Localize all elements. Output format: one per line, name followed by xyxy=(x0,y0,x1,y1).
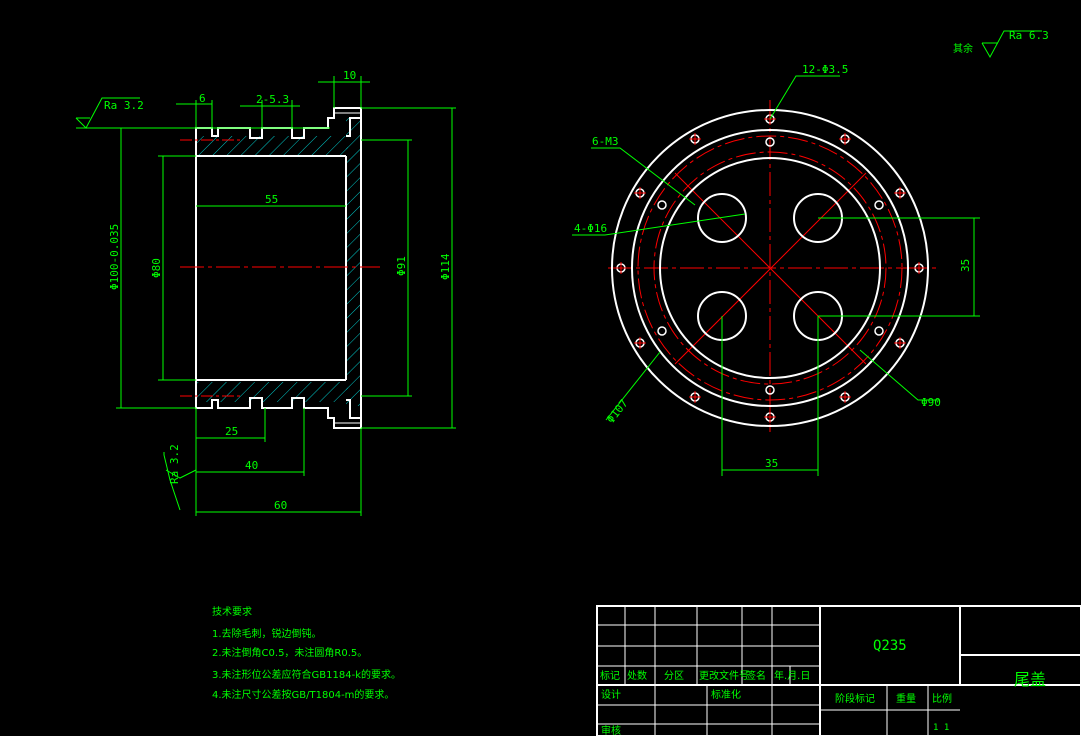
dim-60: 60 xyxy=(274,499,287,512)
section-view: Ra 3.2 6 2-5.3 10 55 Φ100-0.035 Φ80 xyxy=(75,69,456,516)
dim-dia-91: Φ91 xyxy=(395,256,408,276)
dim-dia-90: Φ90 xyxy=(921,396,941,409)
note-item: 1.去除毛刺，锐边倒钝。 xyxy=(212,627,322,640)
tb-header: 标记 xyxy=(600,670,620,682)
small-holes-6 xyxy=(657,137,884,395)
title-block xyxy=(596,605,1081,736)
note-item: 4.未注尺寸公差按GB/T1804-m的要求。 xyxy=(212,688,394,701)
bolt-circle-inner xyxy=(653,151,887,385)
tb-header: 签名 xyxy=(746,669,766,682)
dim-groove: 2-5.3 xyxy=(256,93,289,106)
end-view: 12-Φ3.5 6-M3 4-Φ16 Φ107 Φ90 35 35 xyxy=(572,63,980,476)
dim-10: 10 xyxy=(343,69,356,82)
tb-standardize: 标准化 xyxy=(711,688,741,701)
title-block-text: 标记 处数 分区 更改文件号 签名 年.月.日 设计 标准化 审核 Q235 尾… xyxy=(600,638,1046,736)
section-hatch-flange xyxy=(346,118,361,406)
tb-part-name: 尾盖 xyxy=(1014,670,1046,689)
roughness-left-top: Ra 3.2 xyxy=(104,99,144,112)
dim-holes-4: 4-Φ16 xyxy=(574,222,607,235)
dim-holes-6: 6-M3 xyxy=(592,135,619,148)
tb-header: 分区 xyxy=(664,670,684,682)
section-hatch-bottom xyxy=(196,382,348,402)
note-item: 3.未注形位公差应符合GB1184-k的要求。 xyxy=(212,668,401,681)
dim-holes-12: 12-Φ3.5 xyxy=(802,63,848,76)
inner-circle xyxy=(659,157,881,379)
dim-55: 55 xyxy=(265,193,278,206)
roughness-other-value: Ra 6.3 xyxy=(1009,29,1049,42)
dim-25: 25 xyxy=(225,425,238,438)
flange-circle xyxy=(631,129,909,407)
tb-scale: 比例 xyxy=(932,692,952,705)
section-outline-top xyxy=(195,107,362,156)
note-item: 2.未注倒角C0.5，未注圆角R0.5。 xyxy=(212,646,367,659)
dim-dia-114: Φ114 xyxy=(439,253,452,280)
tb-scale-value: 1 1 xyxy=(933,723,949,733)
tb-review: 审核 xyxy=(601,724,621,736)
tb-design: 设计 xyxy=(601,688,621,701)
roughness-left-bottom: Ra 3.2 xyxy=(168,444,181,484)
outer-circle xyxy=(611,109,929,427)
dim-v-35: 35 xyxy=(959,259,972,272)
dim-dia-100: Φ100-0.035 xyxy=(108,224,121,290)
roughness-other-label: 其余 xyxy=(953,42,973,55)
hole-16-1 xyxy=(697,193,747,243)
tb-header: 更改文件号 xyxy=(699,669,749,682)
section-hatch-top xyxy=(196,136,348,156)
bolt-circle-outer xyxy=(637,135,903,401)
dim-40: 40 xyxy=(245,459,258,472)
roughness-other: 其余 Ra 6.3 xyxy=(953,29,1049,59)
tb-header: 处数 xyxy=(627,669,647,682)
dim-6: 6 xyxy=(199,92,206,105)
dim-dia-80: Φ80 xyxy=(150,258,163,278)
tb-weight: 重量 xyxy=(896,692,916,705)
notes-title: 技术要求 xyxy=(212,605,252,618)
tb-material: Q235 xyxy=(873,638,907,654)
section-outline-bottom xyxy=(195,380,362,429)
dim-h-35: 35 xyxy=(765,457,778,470)
technical-notes: 技术要求 1.去除毛刺，锐边倒钝。 2.未注倒角C0.5，未注圆角R0.5。 3… xyxy=(212,605,401,701)
dim-dia-107: Φ107 xyxy=(604,397,631,426)
tb-header: 年.月.日 xyxy=(774,669,810,682)
tb-stage: 阶段标记 xyxy=(835,692,875,705)
